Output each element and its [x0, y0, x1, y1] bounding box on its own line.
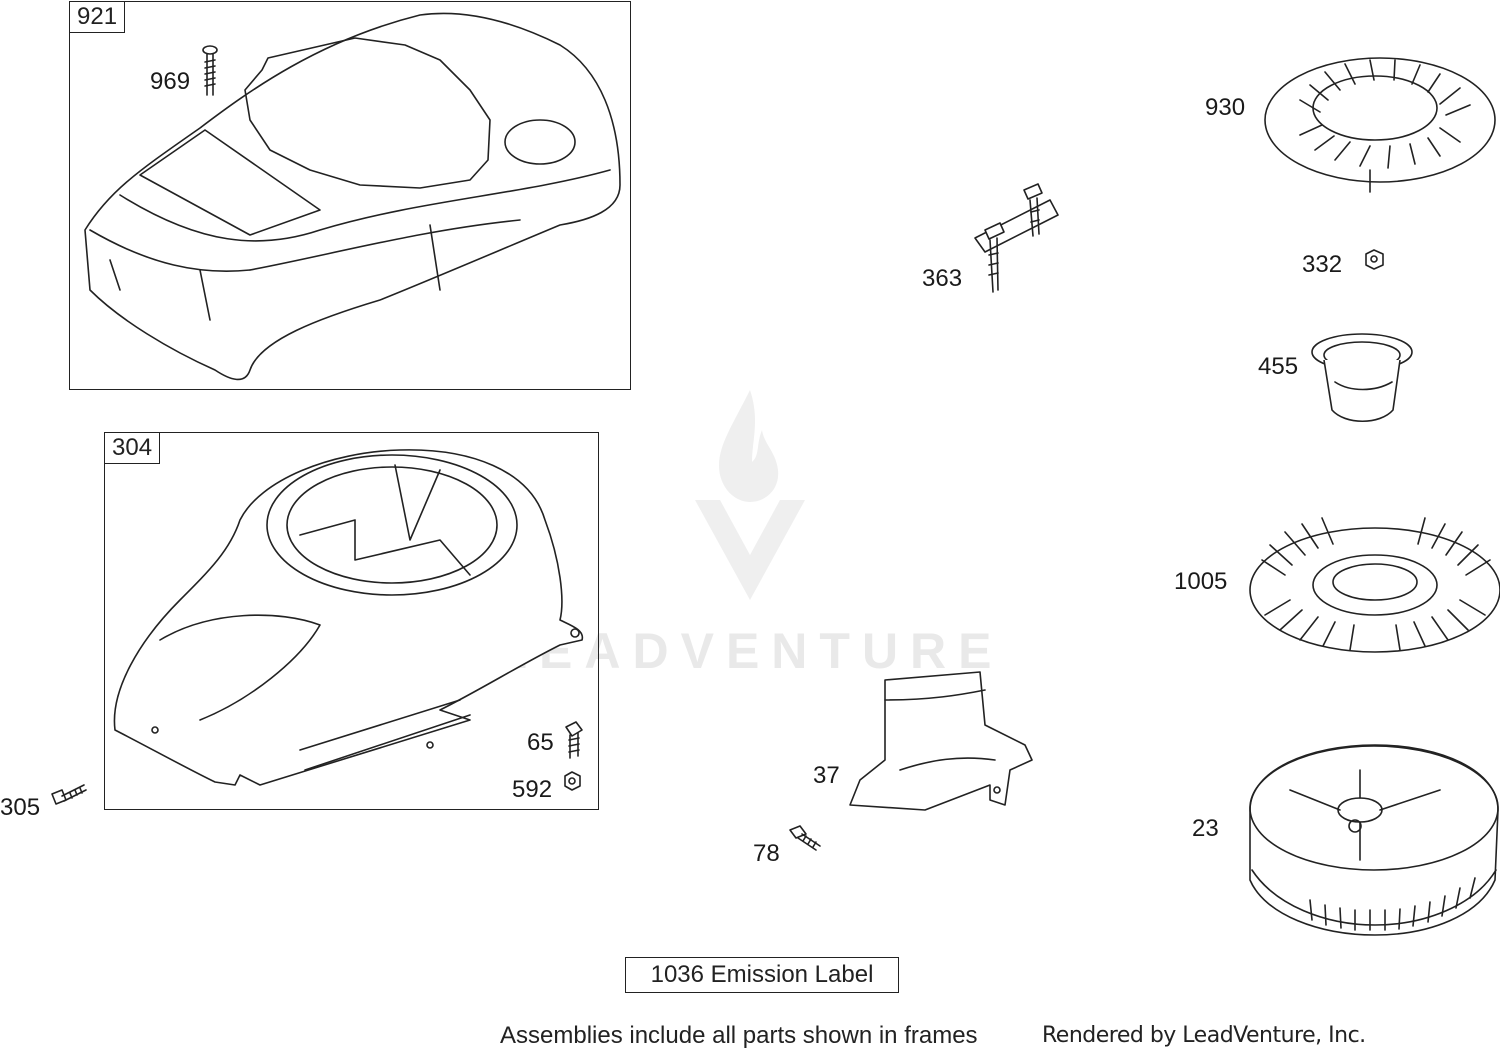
blower-cover-drawing: [84, 12, 621, 381]
part-label-65[interactable]: 65: [527, 729, 554, 756]
rotating-screen-930-drawing: [1264, 57, 1496, 193]
emission-label-box[interactable]: 1036 Emission Label: [625, 957, 899, 993]
frame-921: 921: [69, 1, 631, 390]
frame-304: 304: [104, 432, 599, 810]
screw-969-drawing: [202, 45, 218, 96]
part-label-332[interactable]: 332: [1302, 251, 1343, 278]
leadventure-watermark-logo: [695, 390, 805, 600]
part-label-592[interactable]: 592: [512, 776, 553, 803]
frame-921-tag[interactable]: 921: [70, 2, 126, 33]
part-label-37[interactable]: 37: [813, 762, 840, 789]
nut-592-drawing: [564, 771, 581, 791]
part-label-363[interactable]: 363: [922, 265, 963, 292]
part-label-78[interactable]: 78: [753, 840, 780, 867]
part-label-969[interactable]: 969: [150, 68, 191, 95]
part-label-455[interactable]: 455: [1258, 353, 1299, 380]
blower-housing-drawing: [113, 449, 584, 786]
starter-cup-455-drawing: [1311, 333, 1413, 422]
frame-304-tag[interactable]: 304: [105, 433, 161, 464]
part-label-1005[interactable]: 1005: [1174, 568, 1228, 595]
air-guide-37-drawing: [849, 671, 1033, 811]
bolt-78-drawing: [789, 825, 821, 851]
bolt-65-drawing: [565, 721, 583, 759]
bracket-363-drawing: [974, 183, 1059, 293]
nut-332-drawing: [1365, 249, 1384, 270]
bolt-305-drawing: [51, 784, 87, 805]
rendered-by-note: Rendered by LeadVenture, Inc.: [1042, 1023, 1366, 1048]
flywheel-23-drawing: [1249, 744, 1499, 936]
part-label-23[interactable]: 23: [1192, 815, 1219, 842]
part-label-930[interactable]: 930: [1205, 94, 1246, 121]
part-label-305[interactable]: 305: [0, 794, 41, 821]
fan-1005-drawing: [1249, 517, 1500, 653]
assemblies-note: Assemblies include all parts shown in fr…: [500, 1022, 978, 1049]
